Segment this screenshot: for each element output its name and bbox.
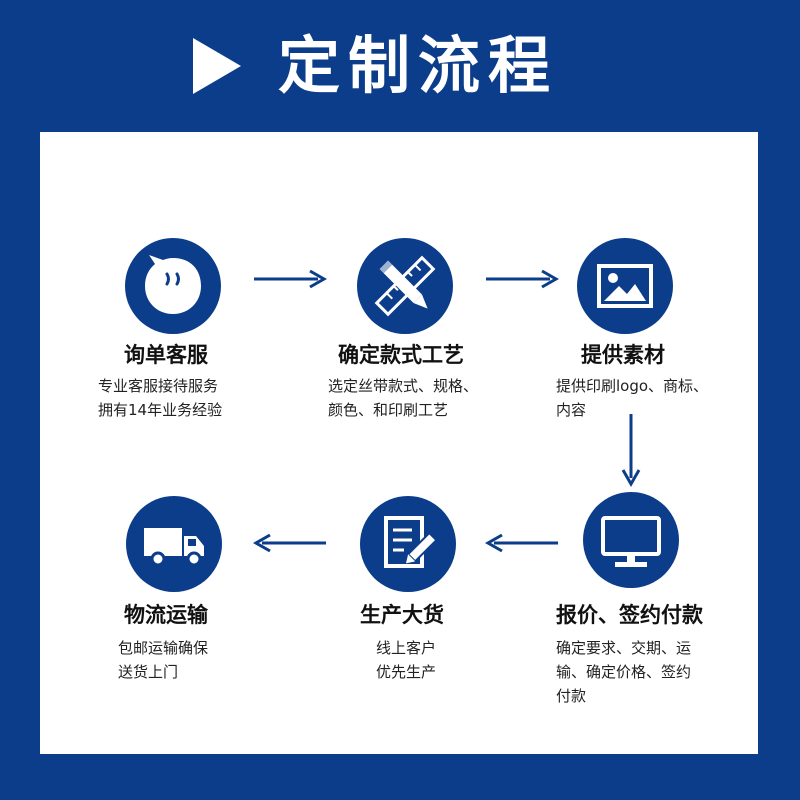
step-desc-style: 选定丝带款式、规格、 颜色、和印刷工艺	[328, 374, 478, 422]
step-title-logistics: 物流运输	[124, 603, 208, 627]
monitor-icon	[583, 492, 679, 588]
step-desc-line: 优先生产	[376, 663, 437, 681]
step-title-quote: 报价、签约付款	[556, 603, 703, 627]
step-desc-line: 输、确定价格、签约	[556, 663, 692, 681]
step-desc-line: 拥有14年业务经验	[98, 401, 223, 419]
step-desc-line: 线上客户	[376, 639, 437, 657]
step-desc-line: 送货上门	[118, 663, 179, 681]
truck-icon	[126, 496, 222, 592]
step-title-inquiry: 询单客服	[124, 343, 208, 367]
step-desc-line: 确定要求、交期、运	[556, 639, 692, 657]
step-desc-quote: 确定要求、交期、运 输、确定价格、签约 付款	[556, 636, 691, 708]
arrow-right-icon	[486, 269, 560, 289]
arrow-left-icon	[252, 533, 326, 553]
step-desc-line: 提供印刷logo、商标、	[556, 377, 709, 395]
step-desc-line: 包邮运输确保	[118, 639, 209, 657]
step-desc-line: 颜色、和印刷工艺	[328, 401, 449, 419]
ruler-pencil-icon	[357, 238, 453, 334]
step-desc-line: 专业客服接待服务	[98, 377, 219, 395]
step-desc-logistics: 包邮运输确保 送货上门	[118, 636, 208, 684]
chat-face-icon	[125, 238, 221, 334]
header: 定制流程	[0, 0, 800, 130]
arrow-down-icon	[621, 414, 641, 488]
arrow-left-icon	[484, 533, 558, 553]
arrow-right-icon	[254, 269, 328, 289]
image-icon	[577, 238, 673, 334]
process-panel: 询单客服 专业客服接待服务 拥有14年业务经验 确定款式工艺	[40, 132, 758, 754]
step-desc-materials: 提供印刷logo、商标、 内容	[556, 374, 708, 422]
step-desc-line: 内容	[556, 401, 587, 419]
step-title-materials: 提供素材	[581, 343, 665, 367]
step-desc-line: 选定丝带款式、规格、	[328, 377, 479, 395]
step-desc-production: 线上客户 优先生产	[376, 636, 436, 684]
step-title-style: 确定款式工艺	[338, 343, 464, 367]
step-desc-inquiry: 专业客服接待服务 拥有14年业务经验	[98, 374, 222, 422]
play-triangle-icon	[193, 38, 241, 94]
page-title: 定制流程	[278, 29, 559, 102]
step-desc-line: 付款	[556, 687, 587, 705]
step-title-production: 生产大货	[360, 603, 444, 627]
document-pen-icon	[360, 496, 456, 592]
